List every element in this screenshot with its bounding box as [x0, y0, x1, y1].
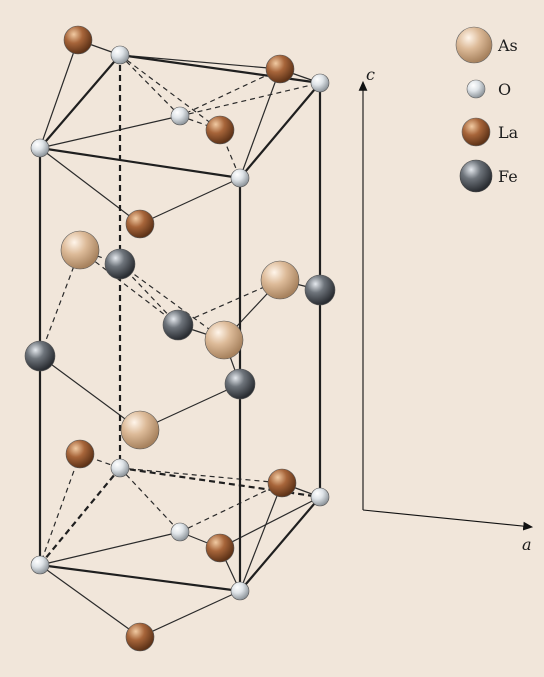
bond-line: [179, 82, 321, 117]
atom-o: [230, 581, 250, 601]
atom-o: [30, 138, 50, 158]
bond-line: [139, 590, 241, 638]
bond-line: [39, 147, 141, 225]
legend-fe-label: Fe: [498, 167, 518, 186]
bond-line: [119, 263, 225, 341]
atom-fe: [304, 274, 336, 306]
legend-item-fe: Fe: [459, 159, 518, 193]
atom-o: [310, 73, 330, 93]
bond-line: [219, 496, 321, 549]
atom-fe: [104, 248, 136, 280]
legend: As O La Fe: [455, 26, 519, 193]
bond-line: [39, 453, 81, 566]
bond-line: [39, 564, 141, 638]
bond-line: [79, 249, 179, 326]
atom-la: [267, 468, 297, 498]
atom-as: [120, 410, 160, 450]
atom-as: [204, 320, 244, 360]
atom-fe: [24, 340, 56, 372]
cell-edge: [239, 496, 321, 592]
atom-o: [30, 555, 50, 575]
bond-line: [179, 482, 283, 533]
bond-line: [39, 355, 141, 431]
atom-o: [230, 168, 250, 188]
bond-line: [119, 467, 181, 533]
atom-la: [125, 622, 155, 652]
atom-fe: [224, 368, 256, 400]
atom-la: [63, 25, 93, 55]
bond-line: [179, 68, 281, 117]
bond-line: [119, 54, 181, 117]
a-axis-line: [362, 509, 534, 531]
legend-la-label: La: [498, 123, 519, 142]
legend-item-as: As: [455, 26, 518, 64]
atom-la: [205, 115, 235, 145]
cell-edge: [239, 82, 321, 179]
bonds: [39, 39, 321, 638]
bond-line: [119, 54, 281, 70]
atom-la: [65, 439, 95, 469]
axes: c a: [358, 65, 534, 554]
bond-line: [119, 467, 283, 484]
atom-as: [260, 260, 300, 300]
bond-line: [79, 249, 121, 265]
atom-fe: [162, 309, 194, 341]
atom-o: [110, 458, 130, 478]
bond-line: [119, 54, 221, 131]
atom-la: [265, 54, 295, 84]
bond-line: [139, 177, 241, 225]
bond-line: [39, 531, 181, 566]
c-axis-label: c: [366, 65, 375, 84]
cell-edge: [39, 54, 121, 149]
legend-fe-swatch: [459, 159, 493, 193]
legend-o-label: O: [498, 80, 511, 99]
atom-o: [110, 45, 130, 65]
legend-o-swatch: [466, 79, 486, 99]
bond-line: [39, 39, 79, 149]
bond-line: [239, 68, 281, 179]
atom-o: [170, 106, 190, 126]
atom-o: [170, 522, 190, 542]
legend-item-o: O: [466, 79, 511, 99]
cell-edge: [119, 466, 321, 499]
atom-o: [310, 487, 330, 507]
bond-line: [39, 115, 181, 149]
bond-line: [179, 115, 221, 131]
bond-line: [239, 482, 283, 592]
a-axis-label: a: [522, 535, 532, 554]
cell-edge: [39, 563, 241, 593]
legend-as-label: As: [497, 36, 518, 55]
legend-as-swatch: [455, 26, 493, 64]
cell-edge: [39, 146, 241, 180]
atom-la: [205, 533, 235, 563]
atom-as: [60, 230, 100, 270]
atoms: [24, 25, 336, 652]
atom-la: [125, 209, 155, 239]
bond-line: [79, 453, 121, 469]
legend-la-swatch: [461, 117, 491, 147]
legend-item-la: La: [461, 117, 519, 147]
cell-edge: [39, 467, 121, 566]
